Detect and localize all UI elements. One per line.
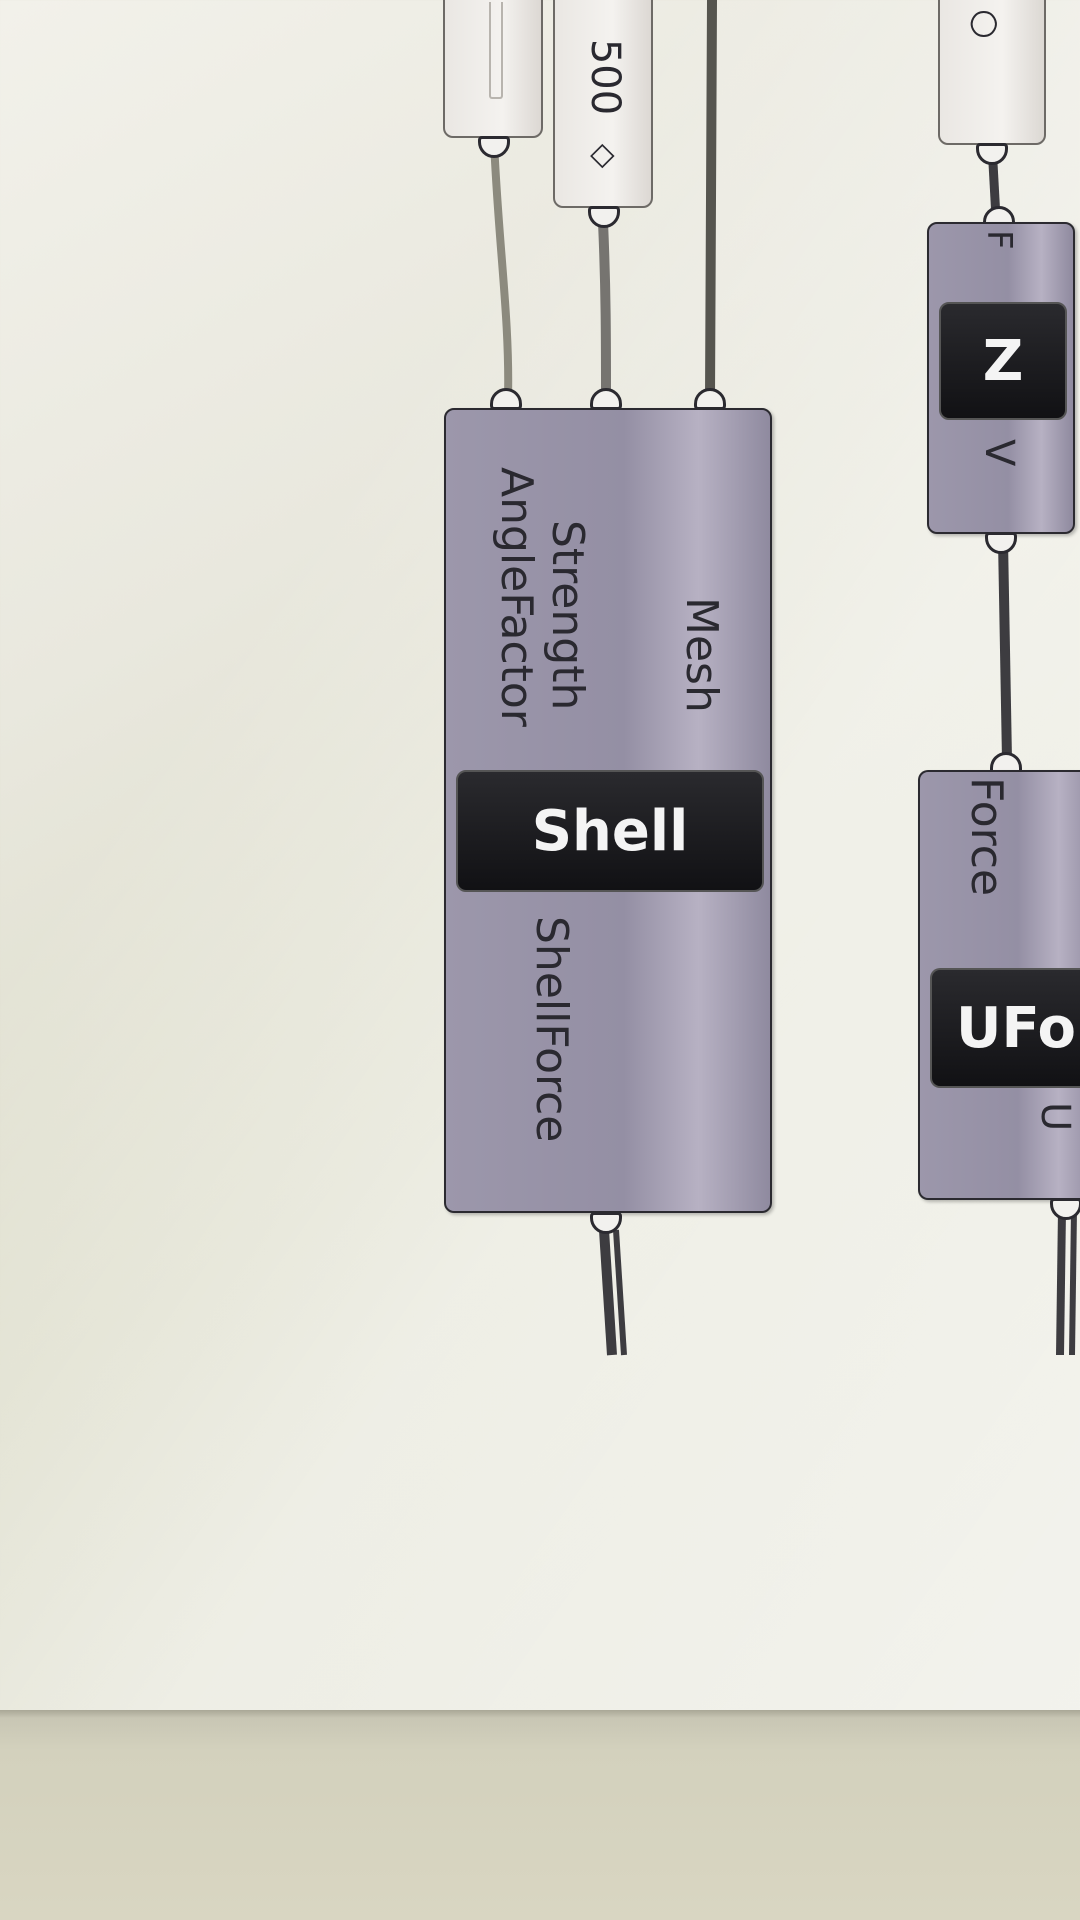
slider-value: 500 bbox=[582, 38, 628, 116]
uforce-component[interactable]: Force UFo U bbox=[918, 770, 1080, 1200]
slider-right-knob-icon[interactable]: ○ bbox=[966, 9, 1006, 39]
slider-500-output-nub[interactable] bbox=[588, 206, 620, 228]
output-nub-v[interactable] bbox=[985, 532, 1017, 554]
table-surface bbox=[0, 1710, 1080, 1920]
output-nub-shellforce[interactable] bbox=[590, 1212, 622, 1234]
input-label-f: F bbox=[979, 230, 1019, 250]
wire-anglefactor bbox=[490, 139, 513, 399]
output-label-shellforce: ShellForce bbox=[526, 916, 577, 1143]
input-label-force: Force bbox=[961, 777, 1012, 897]
output-label-v: V bbox=[976, 439, 1022, 467]
input-label-mesh: Mesh bbox=[676, 597, 727, 713]
number-slider-right[interactable]: ○ bbox=[938, 0, 1046, 145]
slider-track bbox=[489, 2, 503, 99]
wire-shellforce-out bbox=[599, 1229, 617, 1356]
slider-right-output-nub[interactable] bbox=[976, 143, 1008, 165]
wire-strength bbox=[598, 221, 611, 399]
uforce-nickname[interactable]: UFo bbox=[930, 968, 1080, 1088]
shell-nickname[interactable]: Shell bbox=[456, 770, 764, 892]
wire-uforce-out bbox=[1056, 1209, 1066, 1356]
number-slider-left[interactable] bbox=[443, 0, 543, 138]
number-slider-500[interactable]: 500 ◇ bbox=[553, 0, 653, 208]
wire-shellforce-out-2 bbox=[613, 1229, 627, 1356]
slider-left-output-nub[interactable] bbox=[478, 136, 510, 158]
unary-vector-component[interactable]: F Z V bbox=[927, 222, 1075, 534]
wire-mesh bbox=[705, 0, 717, 399]
input-label-strength: Strength bbox=[542, 520, 593, 711]
z-nickname[interactable]: Z bbox=[939, 302, 1067, 420]
input-label-anglefactor: AngleFactor bbox=[491, 467, 542, 727]
output-label-u: U bbox=[1032, 1102, 1078, 1132]
slider-diamond-icon[interactable]: ◇ bbox=[586, 143, 624, 169]
wire-z-to-uforce bbox=[998, 539, 1012, 761]
shell-component[interactable]: AngleFactor Strength Mesh Shell ShellFor… bbox=[444, 408, 772, 1213]
wire-uforce-out-2 bbox=[1069, 1209, 1077, 1356]
